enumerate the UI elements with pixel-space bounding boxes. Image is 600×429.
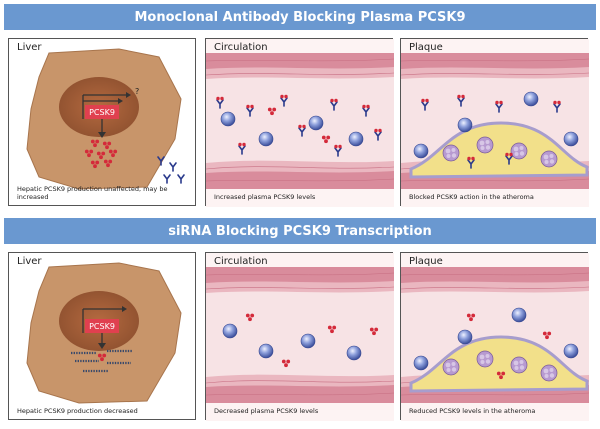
blood-vessel-illustration [206,39,394,207]
ldl-particle [220,111,236,127]
foam-cell [540,150,558,168]
panel-title: Liver [17,256,42,267]
ldl-particle [413,355,429,371]
sirna-strands [71,349,133,373]
section-heading: siRNA Blocking PCSK9 Transcription [168,223,432,239]
panel-liver-sirna: PCSK9 Liver Hepatic PCSK9 production dec… [8,252,196,420]
panel-caption: Hepatic PCSK9 production unaffected, may… [17,185,168,201]
ldl-particle [511,307,527,323]
ldl-particle [413,143,429,159]
liver-cell-illustration: PCSK9 ? [26,48,185,190]
panel-title: Circulation [214,42,268,53]
panel-title: Plaque [409,42,443,53]
panel-caption: Decreased plasma PCSK9 levels [214,407,319,415]
foam-cell [442,358,460,376]
atheroma-illustration [401,39,589,207]
panel-title: Plaque [409,256,443,267]
ldl-particle [563,343,579,359]
pcsk9-gene-box [85,319,119,333]
foam-cell [510,142,528,160]
foam-cell [476,350,494,368]
panel-title: Liver [17,42,42,53]
antibody-icon [169,162,177,172]
panel-circulation-monoclonal: Circulation Increased plasma PCSK9 level… [205,38,394,207]
section-banner-sirna: siRNA Blocking PCSK9 Transcription [4,218,596,244]
panel-caption: Increased plasma PCSK9 levels [214,193,316,201]
gene-label: PCSK9 [89,322,115,331]
ldl-particle [457,329,473,345]
ldl-particle [457,117,473,133]
blood-vessel-illustration [206,253,394,421]
panel-plaque-sirna: Plaque Reduced PCSK9 levels in the ather… [400,252,589,421]
antibody-icon [177,174,185,184]
liver-cell-illustration: PCSK9 [26,262,182,404]
foam-cell [510,356,528,374]
section-heading: Monoclonal Antibody Blocking Plasma PCSK… [134,9,466,25]
ldl-particle [346,345,362,361]
ldl-particle [348,131,364,147]
panel-liver-monoclonal: PCSK9 ? Liver Hepatic PCSK9 production u… [8,38,196,206]
panel-caption: Blocked PCSK9 action in the atheroma [409,193,534,201]
pcsk9-gene-box [85,105,119,119]
ldl-particle [563,131,579,147]
query-mark: ? [135,87,139,96]
foam-cell [540,364,558,382]
panel-caption: Reduced PCSK9 levels in the atheroma [409,407,536,415]
ldl-particle [308,115,324,131]
atheroma-illustration [401,253,589,421]
ldl-particle [222,323,238,339]
foam-cell [476,136,494,154]
foam-cell [442,144,460,162]
ldl-particle [258,343,274,359]
section-banner-monoclonal: Monoclonal Antibody Blocking Plasma PCSK… [4,4,596,30]
antibody-icon [163,174,171,184]
panel-caption: Hepatic PCSK9 production decreased [17,407,138,415]
ldl-particle [300,333,316,349]
panel-circulation-sirna: Circulation Decreased plasma PCSK9 level… [205,252,394,421]
ldl-particle [523,91,539,107]
ldl-particle [258,131,274,147]
panel-plaque-monoclonal: Plaque Blocked PCSK9 action in the ather… [400,38,589,207]
gene-label: PCSK9 [89,108,115,117]
panel-title: Circulation [214,256,268,267]
